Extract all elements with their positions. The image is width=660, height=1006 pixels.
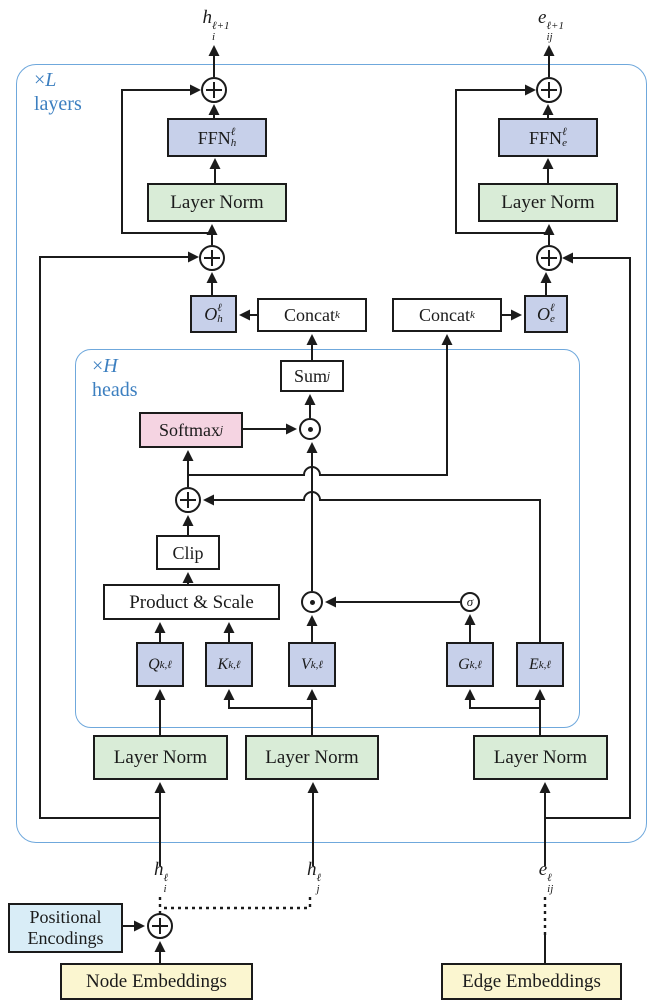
add-icon-edge-attn-residual xyxy=(536,245,562,271)
product-scale-block: Product & Scale xyxy=(103,584,280,620)
add-icon-positional-encoding xyxy=(147,913,173,939)
layer-norm-hi-block: Layer Norm xyxy=(93,735,228,780)
layer-norm-hj-block: Layer Norm xyxy=(245,735,379,780)
hadamard-icon-value-gating xyxy=(301,591,323,613)
layers-loop-label: ×L layers xyxy=(34,69,82,115)
layers-loop-frame xyxy=(16,64,647,843)
heads-loop-label: ×H heads xyxy=(92,355,138,401)
positional-encodings-block: Positional Encodings xyxy=(8,903,123,953)
add-icon-node-attn-residual xyxy=(199,245,225,271)
add-icon-scores-plus-edge xyxy=(175,487,201,513)
clip-block: Clip xyxy=(156,535,220,570)
heads-loop-frame xyxy=(75,349,580,728)
layer-norm-eij-block: Layer Norm xyxy=(473,735,608,780)
add-icon-node-ffn-residual xyxy=(201,77,227,103)
add-icon-edge-ffn-residual xyxy=(536,77,562,103)
layer-norm-edge-top-block: Layer Norm xyxy=(478,183,618,222)
layer-norm-node-top-block: Layer Norm xyxy=(147,183,287,222)
node-embeddings-block: Node Embeddings xyxy=(60,963,253,1000)
sigma-icon: σ xyxy=(460,592,480,612)
edge-embeddings-block: Edge Embeddings xyxy=(441,963,622,1000)
hadamard-icon-attn-times-value xyxy=(299,418,321,440)
